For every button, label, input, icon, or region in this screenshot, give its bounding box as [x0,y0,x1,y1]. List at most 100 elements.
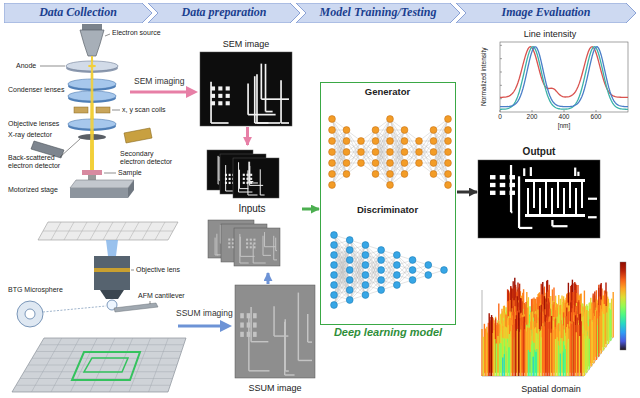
surface-plot [521,325,522,376]
stage-title: Model Training/Testing [320,6,437,20]
micrograph-image [545,182,547,208]
neural-network [378,257,385,264]
stage-title: Image Evaluation [501,6,590,20]
surface-plot [549,322,550,376]
micrograph-image [307,314,308,342]
surface-plot [493,333,494,376]
neural-network [358,160,365,167]
micrograph-image [533,182,535,208]
micrograph-image [500,191,505,195]
surface-plot [497,336,498,376]
stage-header: Model Training/Testing [296,3,460,23]
panel-title: Spatial domain [521,384,581,394]
label-holder: Sample [118,169,142,177]
sem-microscope [31,24,198,198]
neural-network [441,267,448,274]
surface-plot [552,329,553,376]
leader-line [131,270,134,271]
micrograph-image [225,165,226,191]
micrograph-image [273,306,274,336]
label-holder: Back-scattered electron detector [8,154,74,170]
label-holder: 400 [556,113,572,120]
micrograph-image [510,165,512,212]
sample-grid [149,338,169,392]
neural-network [430,127,437,134]
network-panel: Generator [324,86,452,200]
neural-network [430,171,437,178]
ssum-setup [38,222,178,240]
micrograph-image [490,183,495,187]
sem-microscope [90,56,94,170]
micrograph-image [551,188,553,214]
neural-network [445,116,452,123]
part-label: SEM imaging [134,77,185,87]
part-label: X-ray detector [8,131,52,139]
label-holder: Objective lens [136,266,180,274]
label-holder: Electron source [112,29,161,37]
surface-plot [496,343,497,376]
surface-plot [596,311,597,360]
micrograph-image [246,178,248,180]
micrograph-image [247,332,251,337]
label-holder: 200 [524,113,540,120]
neural-network [329,171,336,178]
neural-network [331,272,338,279]
neural-network [343,160,350,167]
part-label: SSUM imaging [176,309,233,319]
micrograph-image [250,182,252,184]
surface-plot [584,337,585,376]
label-holder: Condenser lenses [8,86,64,94]
surface-plot [513,324,514,376]
micrograph-image [248,114,276,116]
micrograph-image [200,52,292,126]
neural-network [361,130,376,163]
chart-panel: Spatial domain [468,250,634,396]
part-label: AFM cantilever [138,292,185,300]
micrograph-image [510,175,515,179]
model-box: Deep learning modelGeneratorDiscriminato… [320,82,456,325]
micrograph-image [522,176,588,220]
neural-network [346,297,353,304]
neural-network [405,141,420,174]
label-holder: Anode [16,62,36,70]
label-holder: 600 [588,113,604,120]
label-holder: Objective lenses [8,120,59,128]
micrograph-image [232,246,234,248]
micrograph-image [253,263,266,264]
surface-plot [533,357,534,376]
micrograph-image [211,122,229,124]
ssum-setup [106,240,118,256]
surface-plot [566,333,567,376]
neural-network [409,277,416,284]
neural-network [425,262,432,269]
neural-network [405,130,420,163]
surface-plot [544,326,545,376]
neural-network [393,252,400,259]
neural-network [434,141,449,174]
micrograph-image [263,236,264,256]
neural-network [346,277,353,284]
leader-line [40,66,65,67]
surface-plot [507,342,508,376]
micrograph-image [250,307,251,342]
micrograph-image [218,86,222,90]
micrograph-image [243,182,245,184]
neural-network [430,160,437,167]
surface-plot [547,323,548,376]
axis-label: [nm] [554,122,574,129]
surface-plot [569,326,570,376]
surface-plot [525,329,526,376]
panel-title: SSUM image [248,383,301,393]
imaging-arrow [178,320,232,332]
neural-network [409,267,416,274]
surface-plot [555,339,556,376]
label-holder: SSUM imaging [176,309,233,319]
surface-plot [518,313,519,376]
neural-network [329,127,336,134]
micrograph-image [240,322,244,327]
micrograph-image [250,174,252,176]
micrograph-image [518,176,520,228]
surface-plot [526,332,527,376]
input-stack: Inputs [203,146,301,272]
panel-title: Generator [365,87,410,98]
